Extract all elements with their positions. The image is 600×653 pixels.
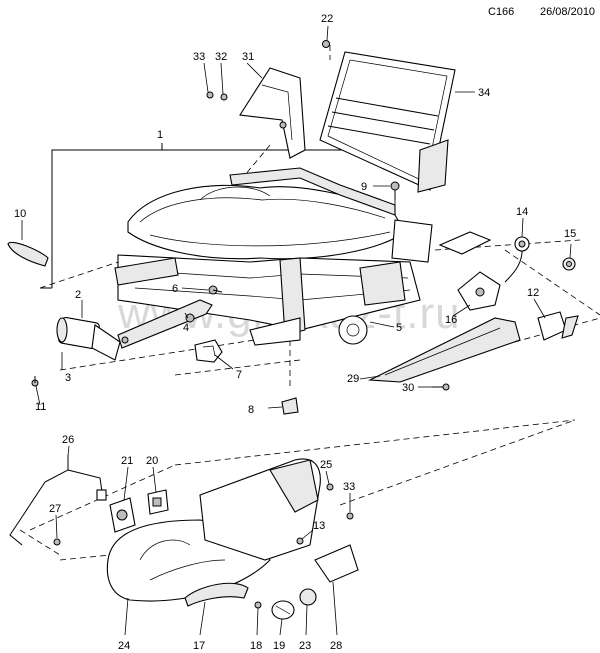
nut-15 (562, 257, 576, 271)
callout-11: 11 (35, 401, 46, 413)
callout-17: 17 (193, 640, 205, 652)
motor-2 (56, 316, 121, 361)
screw-11 (31, 376, 39, 387)
handle-12 (537, 311, 579, 341)
callout-25: 25 (320, 459, 332, 471)
callout-1: 1 (157, 129, 163, 141)
callout-29: 29 (347, 373, 359, 385)
connector-14 (504, 236, 530, 283)
mechanism-16 (457, 271, 501, 311)
callout-16: 16 (445, 314, 457, 326)
callout-7: 7 (236, 369, 242, 381)
callout-12: 12 (527, 287, 539, 299)
callout-10: 10 (14, 208, 26, 220)
callout-30: 30 (402, 382, 414, 394)
switch-20 (147, 489, 169, 515)
callout-31: 31 (242, 51, 254, 63)
callout-23: 23 (299, 640, 311, 652)
fasteners-lower (296, 483, 354, 545)
bracket-7 (194, 339, 223, 363)
callout-27: 27 (49, 503, 61, 515)
leader-lines (21, 25, 572, 636)
screw-18 (254, 601, 262, 609)
mount-bracket (438, 231, 492, 255)
screw-27 (53, 538, 61, 546)
cap-19 (271, 600, 295, 620)
knob-23 (299, 588, 317, 606)
clip-8 (281, 397, 299, 415)
callout-13: 13 (313, 520, 325, 532)
cable-26 (9, 455, 107, 546)
callout-8: 8 (248, 404, 254, 416)
callout-33-lower: 33 (343, 481, 355, 493)
link-arm-4 (117, 299, 213, 349)
bolt-6 (208, 285, 223, 295)
trim-cover-31 (239, 67, 306, 159)
callout-22: 22 (321, 13, 333, 25)
switch-21 (109, 497, 136, 533)
callout-18: 18 (250, 640, 262, 652)
callout-26: 26 (62, 434, 74, 446)
housing-28 (199, 458, 359, 583)
callout-9: 9 (361, 181, 367, 193)
lever-17 (184, 582, 249, 607)
fasteners-top (206, 40, 330, 101)
callout-34: 34 (478, 87, 490, 99)
callout-28: 28 (330, 640, 342, 652)
callout-2: 2 (75, 289, 81, 301)
callout-3: 3 (65, 372, 71, 384)
callout-4: 4 (183, 322, 189, 334)
callout-20: 20 (146, 455, 158, 467)
callout-labels: 1 2 3 4 5 6 7 8 9 10 11 12 13 14 15 16 1… (14, 13, 576, 652)
callout-24: 24 (118, 640, 130, 652)
screw-9 (390, 181, 400, 200)
callout-19: 19 (273, 640, 285, 652)
screw-30 (432, 383, 450, 391)
callout-32: 32 (215, 51, 227, 63)
side-rail-29 (367, 317, 521, 383)
callout-21: 21 (121, 455, 133, 467)
callout-6: 6 (172, 283, 178, 295)
callout-33-top: 33 (193, 51, 205, 63)
callout-5: 5 (396, 322, 402, 334)
diagram-date: 26/08/2010 (540, 6, 596, 18)
seat-back-panel-34 (319, 51, 456, 193)
callout-15: 15 (564, 228, 576, 240)
trim-piece-10 (7, 241, 49, 267)
callout-14: 14 (516, 206, 528, 218)
diagram-code: C166 (488, 6, 515, 18)
